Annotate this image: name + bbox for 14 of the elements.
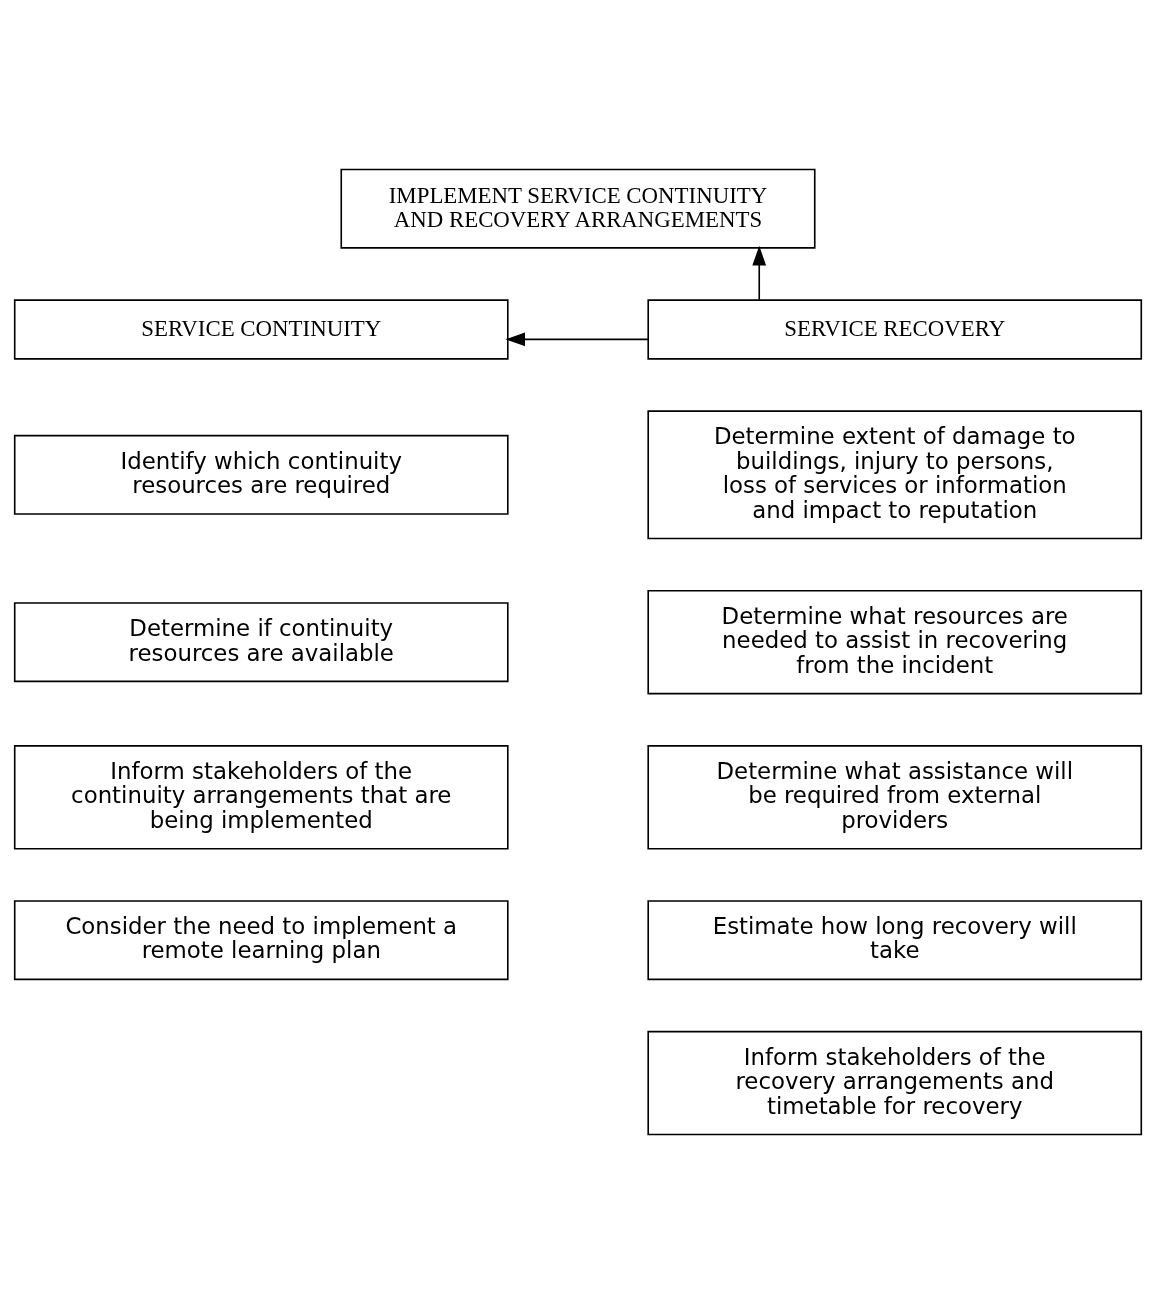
node-box: Determine what assistance will be required from external providers xyxy=(647,744,1143,850)
node-box: IMPLEMENT SERVICE CONTINUITY AND RECOVERY ARRANGEMENTS xyxy=(340,168,816,249)
node-box: Identify which continuity resources are required xyxy=(13,434,509,515)
node-box: Determine if continuity resources are available xyxy=(13,601,509,682)
node-box: Inform stakeholders of the recovery arrangements and timetable for recovery xyxy=(647,1030,1143,1135)
arrow xyxy=(505,331,649,346)
node-box: SERVICE CONTINUITY xyxy=(13,298,509,360)
node-box: Determine what resources are needed to assist in recovering from the incident xyxy=(647,589,1143,694)
node-box: Estimate how long recovery will take xyxy=(647,899,1143,980)
node-box: Determine extent of damage to buildings, injury to persons, loss of services or information and impact to reputation xyxy=(647,409,1143,539)
node-box: Inform stakeholders of the continuity arrangements that are being implemented xyxy=(13,744,509,850)
node-box: SERVICE RECOVERY xyxy=(647,298,1143,360)
arrow xyxy=(752,245,767,300)
node-box: Consider the need to implement a remote learning plan xyxy=(13,899,509,980)
